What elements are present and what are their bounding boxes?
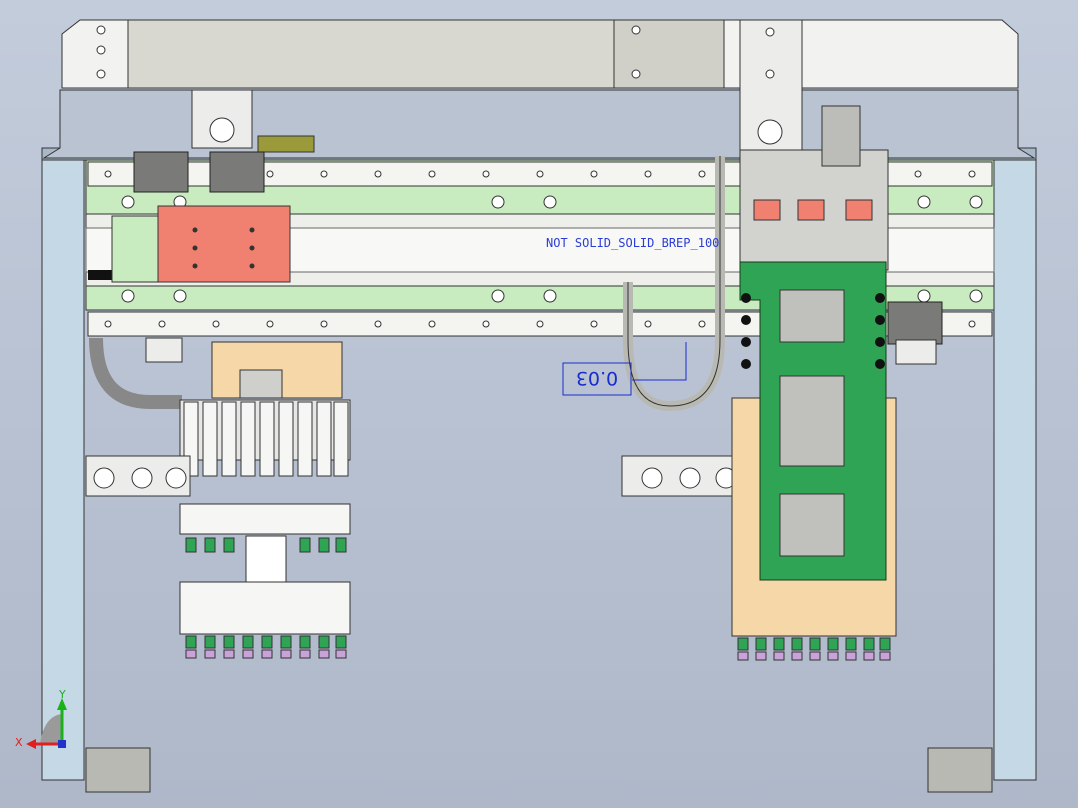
left-mount-block bbox=[191, 89, 315, 153]
dimension-value: 0.03 bbox=[576, 367, 618, 389]
bearing-blocks bbox=[133, 151, 943, 365]
solid-annotation-label: NOT SOLID_SOLID_BREP_100 bbox=[546, 236, 719, 250]
triad-x-label: X bbox=[15, 736, 23, 749]
coordinate-triad: Y X bbox=[15, 688, 67, 749]
top-beam bbox=[61, 19, 1019, 161]
triad-y-label: Y bbox=[58, 688, 66, 701]
red-slider bbox=[111, 205, 291, 283]
side-brackets bbox=[85, 455, 743, 497]
left-spindle-head bbox=[179, 341, 351, 659]
dimension-callout[interactable]: 0.03 bbox=[562, 342, 687, 396]
right-carriage bbox=[731, 105, 897, 661]
